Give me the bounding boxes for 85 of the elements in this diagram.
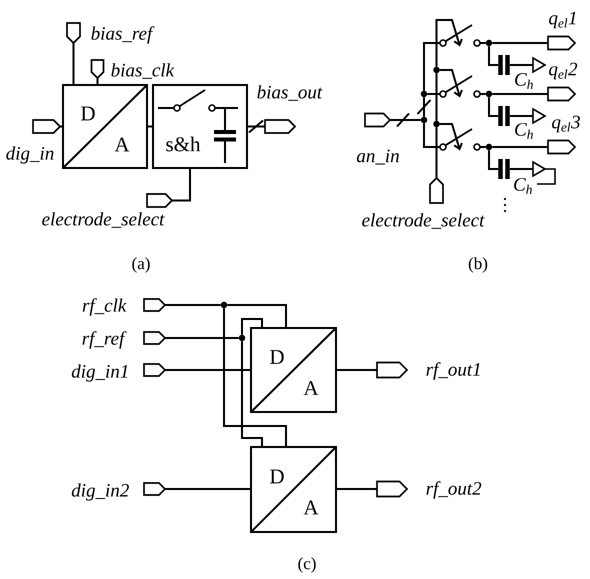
port-pin — [143, 482, 166, 496]
wire — [436, 127, 438, 178]
wire — [96, 78, 98, 85]
wire — [480, 146, 486, 148]
port-label: q$_{el}$3 — [552, 116, 580, 132]
wire — [246, 120, 266, 134]
port-pin — [547, 36, 576, 50]
capacitance-label: C$_{h}$ — [515, 123, 533, 139]
port-pin — [146, 193, 174, 208]
port-label: q$_{el}$2 — [549, 62, 578, 80]
capacitor-symbol — [498, 106, 510, 126]
wire — [336, 369, 377, 371]
wire — [165, 488, 251, 490]
port-pin — [429, 176, 444, 204]
wire — [423, 42, 440, 91]
wire — [488, 46, 498, 66]
wire — [165, 337, 239, 339]
port-label: bias_out — [257, 85, 323, 101]
converter-box: D A — [250, 446, 337, 533]
capacitor-symbol — [214, 130, 236, 163]
wire — [147, 126, 153, 128]
capacitor-symbol — [498, 55, 510, 75]
port-label: q$_{el}$1 — [549, 12, 576, 28]
wire — [488, 150, 498, 170]
wire — [60, 126, 63, 128]
wire — [241, 341, 263, 447]
wire — [492, 93, 548, 95]
wire — [165, 369, 251, 371]
port-label: dig_in2 — [72, 483, 129, 501]
port-pin — [364, 112, 392, 128]
port-label: an_in — [356, 149, 399, 164]
control-arrow — [440, 69, 463, 98]
converter-box: D A — [250, 327, 337, 413]
wire — [423, 123, 440, 148]
wire — [480, 42, 486, 44]
wire — [488, 97, 498, 117]
sample-hold-box: s&h — [152, 84, 248, 169]
capacitance-label: C$_{h}$ — [514, 178, 532, 194]
wire — [510, 115, 533, 117]
capacitor-symbol — [498, 159, 510, 179]
wire — [436, 73, 438, 121]
port-label: dig_in1 — [72, 364, 128, 382]
wire — [227, 304, 287, 328]
port-pin — [264, 119, 296, 134]
wire — [510, 168, 533, 170]
port-pin — [376, 480, 408, 498]
wire — [172, 168, 191, 202]
wire — [72, 43, 74, 85]
control-arrow — [440, 123, 463, 150]
port-pin — [143, 363, 166, 377]
port-pin — [547, 140, 576, 154]
port-label: rf_out1 — [426, 362, 480, 380]
wire — [480, 93, 486, 95]
panel-label: (b) — [468, 257, 488, 273]
panel-label: (a) — [132, 257, 150, 273]
port-label: electrode_select — [42, 212, 165, 228]
converter-box: D A — [62, 84, 148, 169]
port-pin — [376, 362, 408, 378]
port-pin — [547, 86, 576, 102]
port-label: bias_clk — [111, 63, 174, 79]
wire — [223, 308, 287, 447]
port-pin — [90, 59, 104, 80]
port-label: rf_out2 — [426, 481, 482, 499]
port-label: rf_clk — [82, 298, 127, 316]
wire — [241, 318, 263, 335]
capacitance-label: C$_{h}$ — [515, 73, 533, 89]
wire — [165, 304, 221, 306]
port-pin — [66, 22, 81, 44]
wire — [510, 64, 533, 66]
port-label: rf_ref — [82, 331, 126, 349]
port-pin — [32, 119, 62, 134]
port-pin — [143, 298, 166, 312]
wire — [416, 96, 432, 118]
wire — [336, 488, 377, 490]
wire — [224, 108, 226, 130]
wire — [389, 112, 422, 128]
wire — [492, 42, 548, 44]
control-arrow — [436, 19, 463, 67]
port-label: electrode_select — [362, 213, 485, 229]
port-pin — [143, 331, 166, 345]
port-label: dig_in — [6, 146, 54, 164]
port-label: bias_ref — [91, 26, 154, 44]
wire — [427, 93, 440, 95]
wire — [492, 146, 548, 148]
panel-label: (c) — [298, 557, 316, 573]
